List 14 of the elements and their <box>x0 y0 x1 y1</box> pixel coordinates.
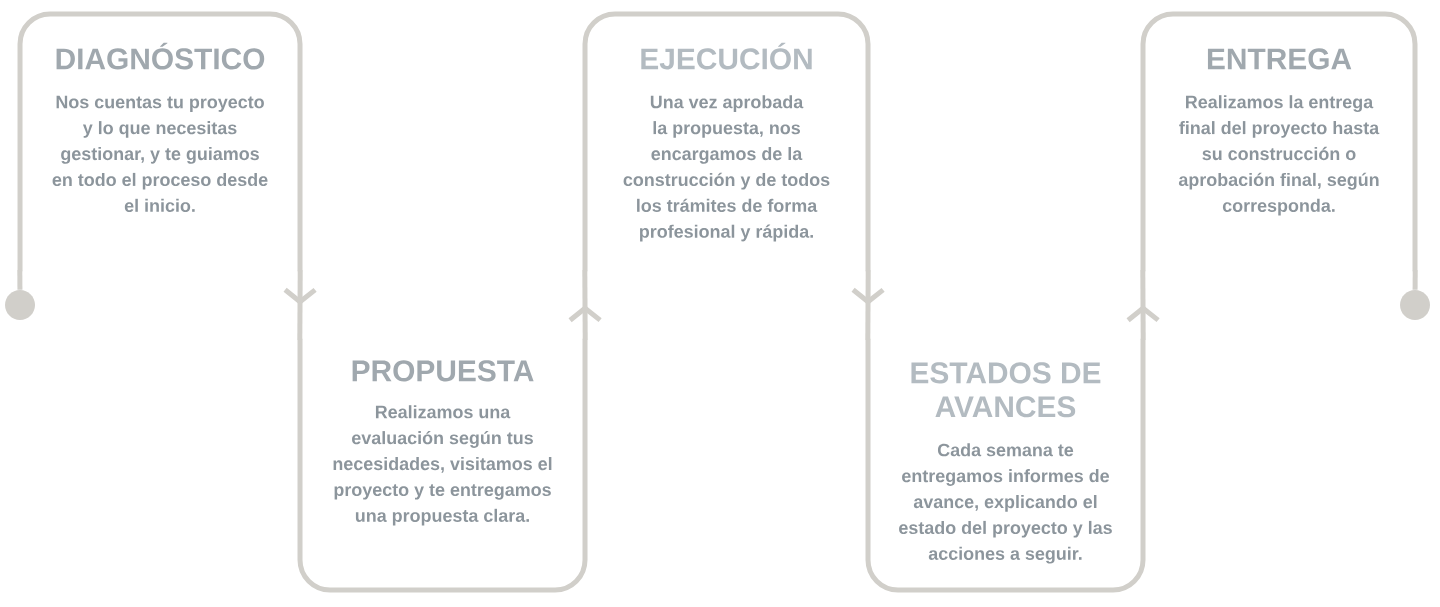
step-title: DIAGNÓSTICO <box>56 42 265 70</box>
step-title: EJECUCIÓN <box>641 42 812 70</box>
step-description: Realizamos una evaluación según tus necesidades, visitamos el proyecto y te entregamos una propuesta clara. <box>333 405 552 526</box>
connector-line <box>1412 270 1418 290</box>
step-title: PROPUESTA <box>352 360 534 382</box>
step-description: Nos cuentas tu proyecto y lo que necesitas gestionar, y te guiamos en todo el proceso desde el inicio. <box>52 95 268 212</box>
endpoint-dot <box>1400 290 1430 320</box>
step-description: Cada semana te entregamos informes de avance, explicando el estado del proyecto y las acciones a seguir. <box>899 443 1112 564</box>
step-description: Una vez aprobada la propuesta, nos encargamos de la construcción y de todos los trámites de forma profesional y rápida. <box>623 95 830 242</box>
endpoint-dot <box>5 290 35 320</box>
step-description: Realizamos la entrega final del proyecto hasta su construcción o aprobación final, según corresponda. <box>1178 95 1380 216</box>
step-title: ENTREGA <box>1207 48 1352 70</box>
connector-line <box>17 270 23 290</box>
step-title: ESTADOS DE AVANCES <box>911 362 1101 418</box>
